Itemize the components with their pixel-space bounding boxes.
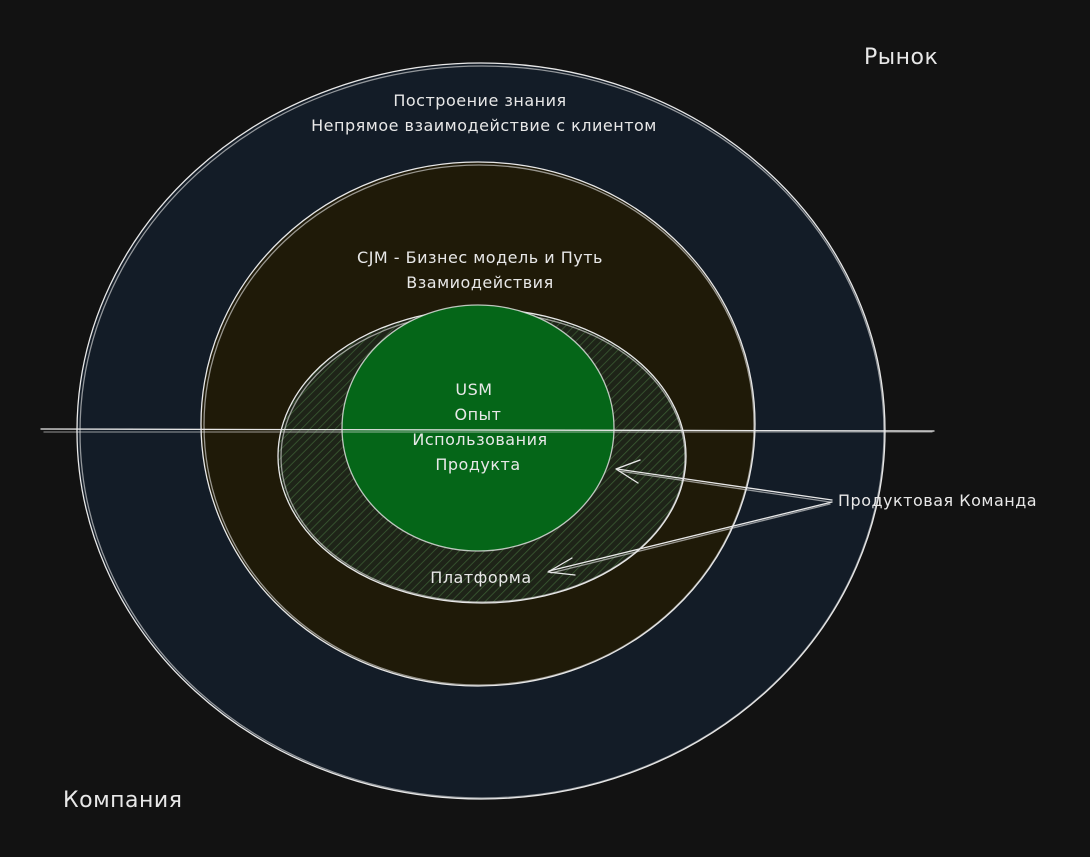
cjm-title: CJM - Бизнес модель и Путь bbox=[357, 248, 603, 267]
knowledge-subtitle: Непрямое взаимодействие с клиентом bbox=[311, 116, 657, 135]
cjm-subtitle: Взамиодействия bbox=[406, 273, 553, 292]
product-team-label: Продуктовая Команда bbox=[838, 491, 1037, 510]
market-label: Рынок bbox=[864, 45, 938, 70]
product-team-arrow-to-platform bbox=[547, 501, 833, 576]
usm-line-2: Опыт bbox=[454, 405, 501, 424]
usm-core bbox=[341, 304, 615, 552]
platform-label: Платформа bbox=[430, 568, 531, 587]
knowledge-title: Построение знания bbox=[393, 91, 566, 110]
product-team-arrow-to-usm bbox=[615, 459, 833, 503]
usm-title: USM bbox=[455, 380, 492, 399]
company-label: Компания bbox=[63, 788, 182, 813]
divider-line bbox=[40, 428, 935, 433]
usm-line-4: Продукта bbox=[435, 455, 520, 474]
usm-line-3: Использования bbox=[412, 430, 547, 449]
